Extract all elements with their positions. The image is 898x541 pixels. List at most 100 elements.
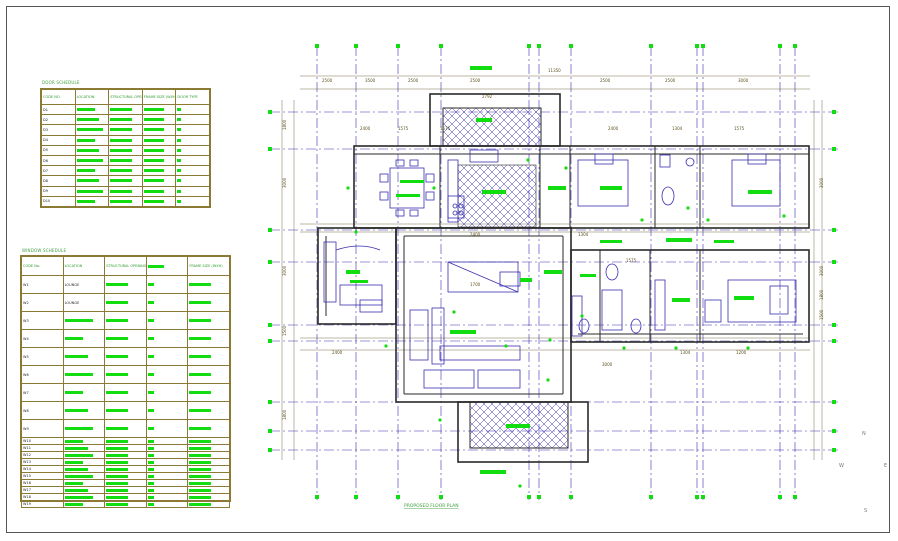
inner-dim-1: 2400 bbox=[360, 126, 371, 131]
grid-marker-left-7 bbox=[268, 429, 272, 433]
grid-marker-left-0 bbox=[268, 110, 272, 114]
grid-marker-top-5 bbox=[537, 44, 541, 48]
top-dim-2: 2500 bbox=[408, 78, 419, 83]
table-row: W13 bbox=[21, 458, 230, 466]
inner-dim-13: 1304 bbox=[680, 350, 691, 355]
grid-marker-bottom-2 bbox=[396, 495, 400, 499]
bottom-dim-0: 3000 bbox=[602, 362, 613, 367]
green-label-7 bbox=[346, 270, 360, 274]
grid-marker-bottom-8 bbox=[695, 495, 699, 499]
compass-w: W bbox=[839, 463, 844, 469]
grid-marker-bottom-4 bbox=[527, 495, 531, 499]
grid-marker-left-8 bbox=[268, 448, 272, 452]
grid-marker-top-7 bbox=[649, 44, 653, 48]
grid-marker-right-3 bbox=[832, 260, 836, 264]
grid-marker-right-0 bbox=[832, 110, 836, 114]
grid-markers bbox=[268, 44, 836, 499]
grid-marker-bottom-7 bbox=[649, 495, 653, 499]
grid-marker-left-5 bbox=[268, 339, 272, 343]
green-label-11 bbox=[544, 270, 562, 274]
green-tag-8 bbox=[354, 230, 358, 234]
inner-dim-10: 1700 bbox=[470, 282, 481, 287]
right-dim-0: 3000 bbox=[819, 177, 824, 188]
green-tag-9 bbox=[384, 344, 388, 348]
green-tag-17 bbox=[452, 310, 456, 314]
right-dim-1: 3000 bbox=[819, 265, 824, 276]
right-dim-3: 1800 bbox=[819, 289, 824, 300]
green-label-13 bbox=[734, 296, 754, 300]
green-tag-16 bbox=[518, 484, 522, 488]
grid-marker-top-0 bbox=[315, 44, 319, 48]
compass-s: S bbox=[864, 508, 868, 514]
inner-dim-7: 2400 bbox=[470, 232, 481, 237]
green-label-20 bbox=[714, 240, 734, 243]
green-label-19 bbox=[600, 240, 622, 243]
window-col-4: FRAME SIZE (WXH) bbox=[187, 256, 230, 276]
green-label-3 bbox=[548, 186, 566, 190]
grid-marker-left-6 bbox=[268, 400, 272, 404]
green-tag-19 bbox=[580, 314, 584, 318]
green-tag-2 bbox=[526, 158, 530, 162]
grid-marker-bottom-1 bbox=[354, 495, 358, 499]
left-dim-3: 1500 bbox=[282, 325, 287, 336]
top-dim-0: 2500 bbox=[322, 78, 333, 83]
grid-marker-bottom-11 bbox=[793, 495, 797, 499]
green-label-5 bbox=[748, 190, 772, 194]
green-label-0 bbox=[470, 66, 492, 70]
grid-marker-right-6 bbox=[832, 400, 836, 404]
table-row: W19 bbox=[21, 500, 230, 508]
grid-marker-bottom-9 bbox=[701, 495, 705, 499]
grid-marker-top-1 bbox=[354, 44, 358, 48]
green-label-4 bbox=[600, 186, 622, 190]
top-total-dim: 11350 bbox=[548, 68, 561, 73]
left-dim-1: 3000 bbox=[282, 177, 287, 188]
grid-marker-top-11 bbox=[793, 44, 797, 48]
green-label-9 bbox=[450, 330, 476, 334]
front-veranda-hatch bbox=[442, 107, 542, 147]
kitchen-hatch bbox=[457, 164, 537, 228]
grid-marker-left-1 bbox=[268, 147, 272, 151]
grid-marker-left-3 bbox=[268, 260, 272, 264]
green-label-10 bbox=[520, 278, 532, 282]
left-dim-2: 3000 bbox=[282, 265, 287, 276]
green-tag-1 bbox=[432, 186, 436, 190]
green-tag-4 bbox=[640, 218, 644, 222]
top-dim-6: 3000 bbox=[738, 78, 749, 83]
table-row: D10 bbox=[41, 195, 210, 208]
compass-n: N bbox=[862, 431, 866, 437]
grid-marker-top-4 bbox=[527, 44, 531, 48]
table-row: W7 bbox=[21, 383, 230, 402]
green-label-12 bbox=[672, 298, 690, 302]
window-schedule-title: WINDOW SCHEDULE bbox=[22, 248, 67, 253]
green-label-16 bbox=[480, 470, 506, 474]
grid-marker-right-4 bbox=[832, 323, 836, 327]
grid-marker-top-2 bbox=[396, 44, 400, 48]
green-tag-7 bbox=[782, 214, 786, 218]
green-tag-11 bbox=[546, 378, 550, 382]
inner-dim-3: 1575 bbox=[440, 126, 451, 131]
top-dim-1: 3500 bbox=[365, 78, 376, 83]
green-label-2 bbox=[482, 190, 506, 194]
green-tag-12 bbox=[622, 346, 626, 350]
drawing-frame bbox=[6, 6, 890, 533]
green-label-18 bbox=[396, 194, 420, 197]
grid-marker-bottom-5 bbox=[537, 495, 541, 499]
top-dim-5: 2500 bbox=[665, 78, 676, 83]
top-dim-3: 2500 bbox=[470, 78, 481, 83]
grid-marker-top-10 bbox=[778, 44, 782, 48]
grid-marker-left-4 bbox=[268, 323, 272, 327]
green-tag-6 bbox=[706, 218, 710, 222]
table-row: D1 bbox=[41, 103, 210, 116]
table-row: W9 bbox=[21, 419, 230, 438]
inner-dim-12: 1200 bbox=[736, 350, 747, 355]
table-row: D6 bbox=[41, 154, 210, 167]
grid-lines bbox=[270, 46, 840, 500]
green-label-1 bbox=[476, 118, 492, 122]
inner-dim-0: 2792 bbox=[482, 94, 493, 99]
